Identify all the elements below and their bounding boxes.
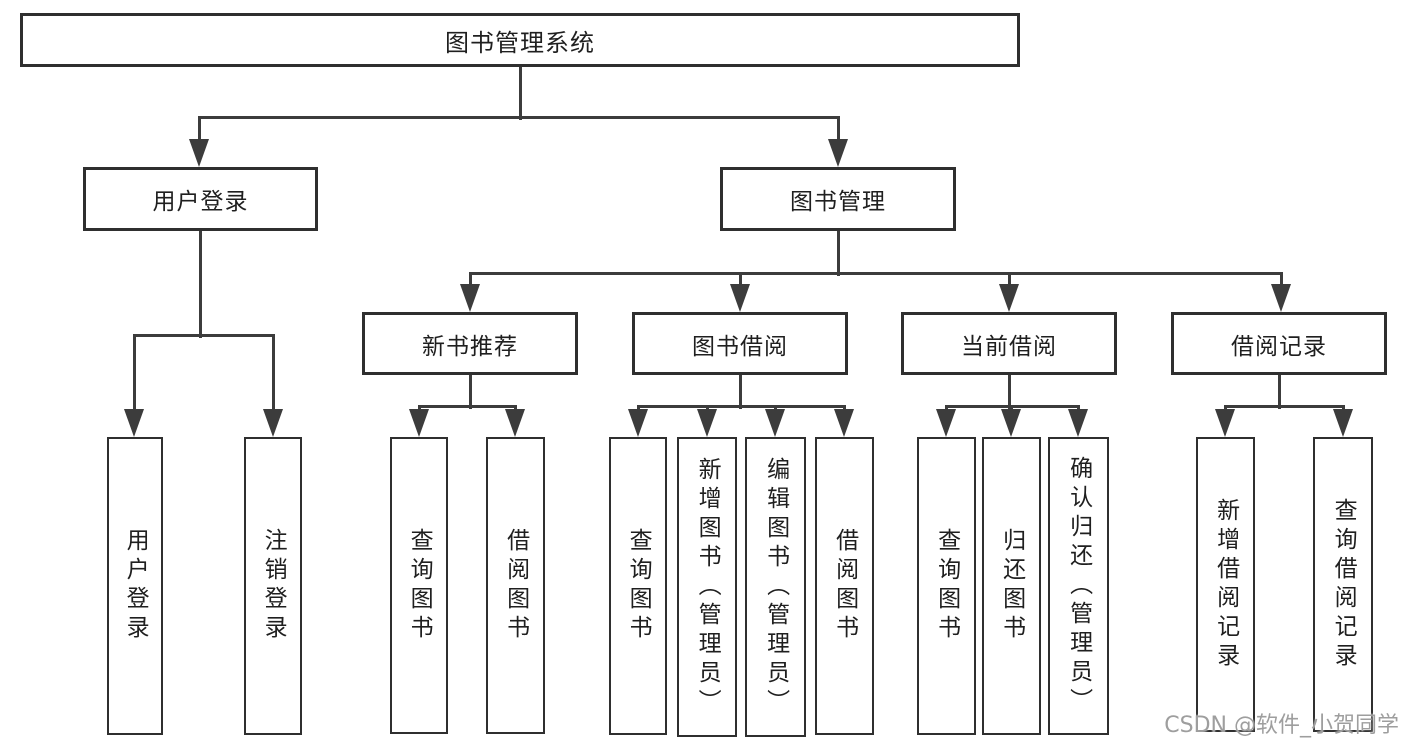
arrow-down-icon (263, 409, 283, 437)
arrow-down-icon (1333, 409, 1353, 437)
node-logout-action: 注销登录 (244, 437, 302, 735)
connector-hline (1224, 405, 1345, 408)
connector-vline (133, 335, 136, 411)
node-return-books: 归还图书 (982, 437, 1041, 735)
node-borrow-books-a-label: 借阅图书 (502, 527, 529, 644)
connector-vline (843, 406, 846, 411)
connector-vline (1278, 375, 1281, 409)
connector-vline (514, 406, 517, 411)
connector-hline (637, 405, 846, 408)
node-book-borrowing: 图书借阅 (632, 312, 848, 375)
node-query-books-a: 查询图书 (390, 437, 448, 734)
connector-vline (1077, 406, 1080, 411)
node-edit-books-admin-label: 编辑图书（管理员） (762, 456, 789, 718)
node-borrow-books-b-label: 借阅图书 (831, 528, 858, 644)
connector-vline (945, 406, 948, 411)
connector-vline (469, 273, 472, 286)
node-query-books-b: 查询图书 (609, 437, 667, 735)
arrow-down-icon (409, 409, 429, 437)
connector-vline (1280, 273, 1283, 286)
connector-vline (199, 231, 202, 338)
arrow-down-icon (765, 409, 785, 437)
node-borrow-books-b: 借阅图书 (815, 437, 874, 735)
connector-vline (774, 406, 777, 411)
arrow-down-icon (697, 409, 717, 437)
connector-vline (837, 231, 840, 276)
node-user-login: 用户登录 (83, 167, 318, 231)
node-add-borrow-record-label: 新增借阅记录 (1212, 497, 1239, 672)
connector-vline (418, 406, 421, 411)
arrow-down-icon (1215, 409, 1235, 437)
connector-hline (469, 272, 1283, 275)
arrow-down-icon (460, 284, 480, 312)
node-user-login-action-label: 用户登录 (122, 528, 149, 644)
node-query-books-a-label: 查询图书 (406, 527, 433, 644)
node-add-borrow-record: 新增借阅记录 (1196, 437, 1255, 732)
arrow-down-icon (730, 284, 750, 312)
node-root: 图书管理系统 (20, 13, 1020, 67)
arrow-down-icon (124, 409, 144, 437)
node-user-login-label: 用户登录 (152, 189, 249, 215)
node-query-borrow-record-label: 查询借阅记录 (1330, 497, 1357, 672)
node-current-borrowing-label: 当前借阅 (961, 333, 1057, 360)
arrow-down-icon (1068, 409, 1088, 437)
node-book-management-label: 图书管理 (790, 189, 886, 215)
node-confirm-return-admin: 确认归还（管理员） (1048, 437, 1109, 735)
connector-vline (637, 406, 640, 411)
node-return-books-label: 归还图书 (998, 528, 1025, 644)
connector-vline (198, 117, 201, 141)
connector-vline (739, 375, 742, 409)
arrow-down-icon (189, 139, 209, 167)
node-borrow-books-a: 借阅图书 (486, 437, 545, 734)
node-query-books-c-label: 查询图书 (933, 528, 960, 644)
node-book-management: 图书管理 (720, 167, 956, 231)
connector-hline (133, 334, 275, 337)
arrow-down-icon (1001, 409, 1021, 437)
connector-vline (739, 273, 742, 286)
connector-vline (706, 406, 709, 411)
connector-vline (469, 375, 472, 409)
node-borrowing-records: 借阅记录 (1171, 312, 1387, 375)
node-new-book-recommend: 新书推荐 (362, 312, 578, 375)
csdn-watermark: CSDN @软件_小贺同学 (1164, 713, 1399, 738)
node-confirm-return-admin-label: 确认归还（管理员） (1065, 455, 1092, 717)
node-add-books-admin: 新增图书（管理员） (677, 437, 737, 737)
node-query-books-b-label: 查询图书 (625, 528, 652, 644)
connector-vline (1224, 406, 1227, 411)
connector-vline (1008, 375, 1011, 409)
connector-hline (198, 116, 840, 119)
connector-vline (1342, 406, 1345, 411)
connector-vline (837, 117, 840, 141)
node-new-book-recommend-label: 新书推荐 (422, 333, 518, 360)
node-current-borrowing: 当前借阅 (901, 312, 1117, 375)
node-root-label: 图书管理系统 (445, 28, 595, 57)
arrow-down-icon (834, 409, 854, 437)
arrow-down-icon (628, 409, 648, 437)
node-add-books-admin-label: 新增图书（管理员） (694, 456, 721, 718)
connector-vline (519, 67, 522, 120)
node-user-login-action: 用户登录 (107, 437, 163, 735)
connector-hline (418, 405, 517, 408)
arrow-down-icon (1271, 284, 1291, 312)
connector-vline (1008, 273, 1011, 286)
node-logout-action-label: 注销登录 (260, 528, 287, 644)
node-query-books-c: 查询图书 (917, 437, 976, 735)
node-borrowing-records-label: 借阅记录 (1231, 333, 1327, 360)
arrow-down-icon (828, 139, 848, 167)
arrow-down-icon (936, 409, 956, 437)
node-book-borrowing-label: 图书借阅 (692, 333, 788, 360)
arrow-down-icon (999, 284, 1019, 312)
connector-vline (272, 335, 275, 411)
node-query-borrow-record: 查询借阅记录 (1313, 437, 1373, 732)
node-edit-books-admin: 编辑图书（管理员） (745, 437, 806, 737)
connector-vline (1010, 406, 1013, 411)
arrow-down-icon (505, 409, 525, 437)
